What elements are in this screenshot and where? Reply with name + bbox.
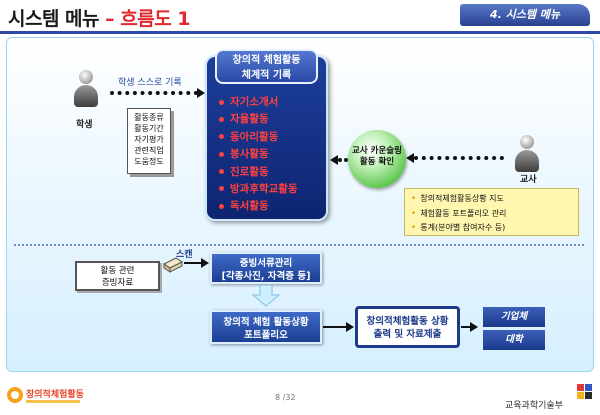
student-arrow-label: 학생 스스로 기록 bbox=[118, 78, 182, 88]
note-row: •체험활동 포트폴리오 관리 bbox=[411, 208, 507, 219]
activity-item-label: 진로활동 bbox=[230, 165, 269, 178]
paper-item: 자기평가 bbox=[134, 135, 164, 144]
activity-record-title-line2: 체계적 기록 bbox=[241, 70, 292, 81]
evidence-mgmt-line2: [각종사진, 자격증 등] bbox=[221, 271, 311, 282]
paper-item: 도움정도 bbox=[134, 157, 164, 166]
activity-item: 독서활동 bbox=[219, 198, 324, 215]
activity-item: 자기소개서 bbox=[219, 94, 324, 111]
teacher-notes: •창의적체험활동상황 지도 •체험활동 포트폴리오 관리 •통계(분야별 참여자… bbox=[404, 188, 579, 236]
page-title-main: 시스템 메뉴 bbox=[8, 8, 106, 30]
student-label: 학생 bbox=[76, 120, 93, 130]
page-title: 시스템 메뉴 – 흐름도 1 bbox=[8, 4, 191, 31]
program-logo: 창의적체험활동 bbox=[7, 387, 84, 403]
paper-item: 관련직업 bbox=[134, 146, 164, 155]
note-text: 체험활동 포트폴리오 관리 bbox=[420, 208, 507, 218]
paper-item: 활동기간 bbox=[134, 124, 164, 133]
student-arrow-head bbox=[197, 88, 205, 98]
evidence-line1: 활동 관련 bbox=[100, 266, 135, 276]
header-rule bbox=[0, 31, 600, 34]
target-university: 대학 bbox=[483, 330, 545, 350]
sphere-line2: 활동 확인 bbox=[359, 157, 395, 167]
sphere-to-box-arrow-line bbox=[338, 158, 348, 162]
down-arrow-icon bbox=[252, 285, 280, 307]
activity-item-label: 봉사활동 bbox=[230, 148, 269, 161]
scan-arrow-line bbox=[184, 262, 202, 264]
note-text: 통계(분야별 참여자수 등) bbox=[420, 223, 506, 232]
section-divider bbox=[14, 244, 584, 246]
evidence-management-box: 증빙서류관리 [각종사진, 자격증 등] bbox=[210, 252, 322, 284]
activity-item: 방과후학교활동 bbox=[219, 181, 324, 198]
note-row: •창의적체험활동상황 지도 bbox=[411, 194, 504, 204]
activity-item-label: 자기소개서 bbox=[230, 96, 279, 108]
scanner-icon bbox=[163, 257, 183, 273]
evidence-line2: 증빙자료 bbox=[101, 278, 134, 288]
activity-item-label: 동아리활동 bbox=[230, 130, 279, 143]
activity-item: 동아리활동 bbox=[219, 129, 324, 146]
portfolio-line1: 창의적 체험 활동상황 bbox=[223, 317, 309, 328]
paper-item: 활동종류 bbox=[134, 113, 164, 122]
evidence-mgmt-line1: 증빙서류관리 bbox=[239, 258, 293, 269]
sphere-to-box-arrow-head bbox=[330, 155, 338, 165]
evidence-box: 활동 관련 증빙자료 bbox=[75, 261, 160, 291]
scan-arrow-head bbox=[201, 258, 209, 268]
page-number: 8 /32 bbox=[275, 393, 296, 402]
target-company: 기업체 bbox=[483, 307, 545, 327]
activity-record-title-line1: 창의적 체험활동 bbox=[232, 55, 301, 66]
teacher-label: 교사 bbox=[520, 175, 537, 185]
activity-item-label: 자율활동 bbox=[230, 113, 269, 126]
activity-item: 봉사활동 bbox=[219, 146, 324, 163]
student-record-paper: 활동종류 활동기간 자기평가 관련직업 도움정도 bbox=[127, 108, 171, 174]
student-icon bbox=[72, 70, 100, 110]
section-tab: 4. 시스템 메뉴 bbox=[460, 4, 590, 26]
page-header: 시스템 메뉴 – 흐름도 1 4. 시스템 메뉴 bbox=[0, 0, 600, 36]
teacher-icon bbox=[513, 135, 541, 175]
scan-label: 스캔 bbox=[176, 250, 193, 260]
activity-item-label: 독서활동 bbox=[230, 200, 269, 213]
portfolio-arrow-line bbox=[323, 326, 347, 328]
teacher-arrow-line bbox=[414, 156, 504, 160]
sphere-line1: 교사 카운슬링 bbox=[352, 146, 402, 156]
activity-item: 진로활동 bbox=[219, 164, 324, 181]
activity-record-title: 창의적 체험활동 체계적 기록 bbox=[215, 49, 318, 84]
output-box: 창의적체험활동 상황 출력 및 자료제출 bbox=[355, 306, 460, 348]
portfolio-line2: 포트폴리오 bbox=[244, 330, 288, 341]
student-arrow-line bbox=[110, 91, 198, 95]
note-row: •통계(분야별 참여자수 등) bbox=[411, 223, 506, 233]
teacher-counseling-sphere: 교사 카운슬링 활동 확인 bbox=[348, 130, 406, 188]
ministry-logo-text: 교육과학기술부 bbox=[505, 400, 563, 411]
activity-item-label: 방과후학교활동 bbox=[230, 182, 298, 195]
output-arrow-head bbox=[470, 322, 478, 332]
output-line1: 창의적체험활동 상황 bbox=[366, 316, 449, 327]
teacher-arrow-head bbox=[406, 153, 414, 163]
output-line2: 출력 및 자료제출 bbox=[373, 329, 442, 340]
activity-item: 자율활동 bbox=[219, 111, 324, 128]
ministry-logo: 교육과학기술부 bbox=[505, 384, 592, 411]
note-text: 창의적체험활동상황 지도 bbox=[420, 194, 504, 203]
program-logo-text: 창의적체험활동 bbox=[26, 388, 84, 400]
output-arrow-line bbox=[461, 326, 471, 328]
activity-list: 자기소개서 자율활동 동아리활동 봉사활동 진로활동 방과후학교활동 독서활동 bbox=[219, 94, 324, 216]
portfolio-arrow-head bbox=[346, 322, 354, 332]
portfolio-box: 창의적 체험 활동상황 포트폴리오 bbox=[210, 310, 322, 344]
page-title-accent: – 흐름도 1 bbox=[105, 8, 191, 30]
